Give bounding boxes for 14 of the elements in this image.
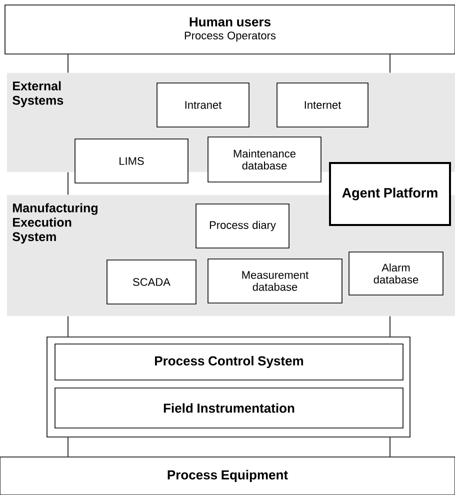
system-box: Alarm database xyxy=(348,252,444,296)
system-box: Intranet xyxy=(156,82,250,128)
platform-box: Agent Platform xyxy=(329,162,451,226)
system-box: Human users Process Operators xyxy=(4,4,455,54)
system-box: Process diary xyxy=(196,204,290,248)
system-box: Internet xyxy=(276,82,368,128)
system-box: Field Instrumentation xyxy=(54,388,404,428)
system-box: Process Equipment xyxy=(0,456,455,495)
system-box: Measurement database xyxy=(208,258,342,304)
system-box: LIMS xyxy=(74,138,188,184)
system-box: Process Control System xyxy=(54,344,404,380)
system-box: Maintenance database xyxy=(208,136,322,182)
frame-box xyxy=(46,336,410,438)
system-box: SCADA xyxy=(106,260,196,304)
